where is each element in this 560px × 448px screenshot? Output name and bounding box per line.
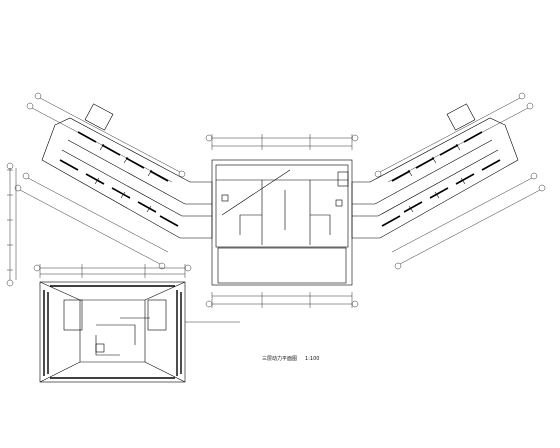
drawing-scale: 1:100 <box>305 356 320 362</box>
left-wing <box>41 103 213 239</box>
drawing-caption: 三层动力平面图 1:100 <box>262 355 319 362</box>
left-wing-dimensions <box>14 92 186 270</box>
drawing-title: 三层动力平面图 <box>262 356 298 362</box>
central-block <box>211 159 353 286</box>
left-vertical-dimensions <box>6 162 17 287</box>
central-dimensions <box>205 134 359 308</box>
right-wing <box>351 103 519 239</box>
inset-dimensions <box>33 264 240 323</box>
right-wing-dimensions <box>374 92 546 270</box>
inset-building <box>39 281 186 383</box>
